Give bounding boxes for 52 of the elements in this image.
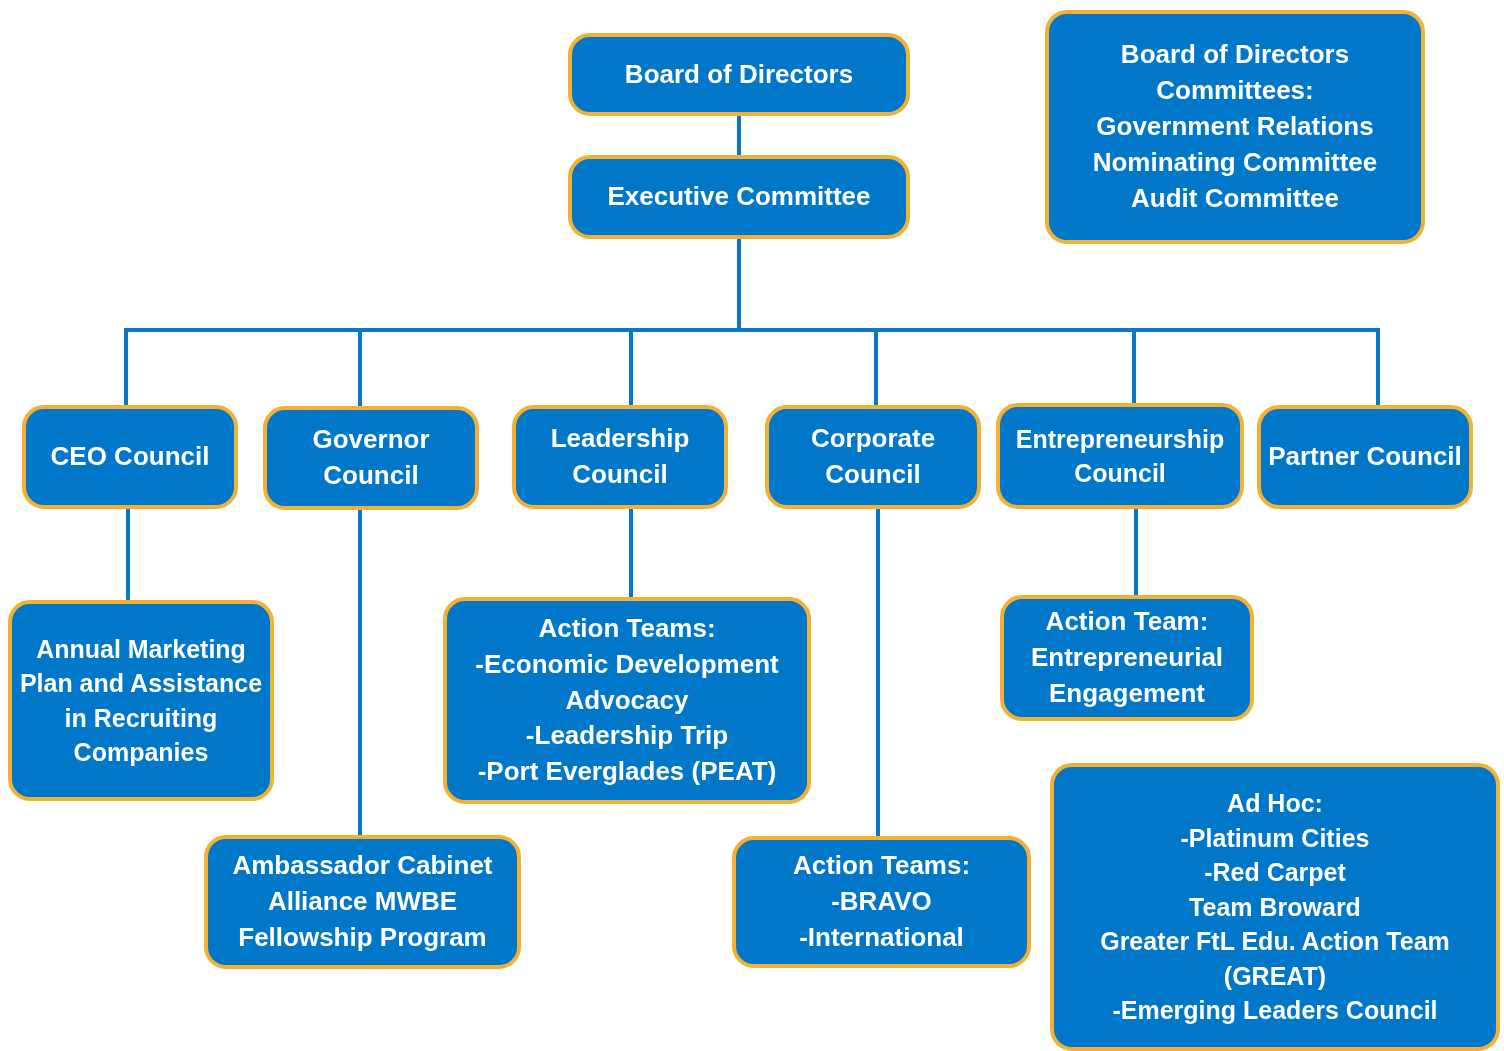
box-text: -International — [799, 920, 964, 954]
connector-line — [1134, 509, 1138, 595]
box-text: Government Relations — [1096, 110, 1374, 144]
connector-line — [126, 509, 130, 600]
connector-line — [876, 509, 880, 836]
box-text: -BRAVO — [831, 885, 932, 919]
box-text: Executive Committee — [607, 180, 871, 214]
box-text: -Emerging Leaders Council — [1112, 995, 1438, 1027]
org-box — [568, 33, 910, 116]
org-box — [204, 835, 521, 969]
box-text: -Red Carpet — [1204, 857, 1346, 889]
box-text: Board of Directors — [624, 57, 854, 91]
connector-line — [358, 510, 362, 835]
connector-line — [737, 116, 741, 155]
box-text: Governor Council — [311, 423, 431, 492]
org-box — [22, 405, 238, 509]
box-text: Audit Committee — [1131, 181, 1339, 215]
box-text: -Port Everglades (PEAT) — [477, 755, 777, 789]
box-text: Entrepreneurial Engagement — [1029, 641, 1225, 710]
box-heading: Action Teams: — [538, 611, 716, 645]
box-text: Annual Marketing Plan and Assistance in Recruiting Companies — [18, 633, 264, 768]
box-text: -Leadership Trip — [525, 719, 729, 753]
connector-line — [629, 509, 633, 597]
org-box — [996, 403, 1244, 509]
box-heading: Action Teams: — [792, 849, 971, 883]
box-heading: Action Team: — [1045, 605, 1209, 639]
box-text: Alliance MWBE — [267, 885, 458, 919]
box-text: Leadership Council — [549, 422, 691, 491]
box-heading: Ambassador Cabinet — [232, 849, 493, 883]
org-box — [263, 406, 479, 510]
box-text: Corporate Council — [809, 422, 937, 491]
org-box — [732, 836, 1031, 968]
org-box — [1257, 405, 1473, 509]
org-box — [8, 600, 274, 801]
box-text: -Economic Development Advocacy — [474, 647, 780, 717]
box-text: Nominating Committee — [1092, 145, 1378, 179]
box-text: Team Broward — [1189, 891, 1361, 923]
box-text: Fellowship Program — [238, 920, 487, 954]
box-text: CEO Council — [50, 440, 210, 474]
box-text: Greater FtL Edu. Action Team (GREAT) — [1099, 926, 1451, 992]
org-box — [443, 597, 811, 804]
org-box — [765, 405, 981, 509]
org-box — [1045, 10, 1425, 244]
org-box — [512, 405, 728, 509]
org-box — [1050, 763, 1500, 1051]
box-heading: Ad Hoc: — [1227, 788, 1323, 820]
box-heading: Board of Directors Committees: — [1119, 38, 1351, 108]
box-text: Entrepreneurship Council — [1014, 423, 1226, 489]
org-box — [568, 155, 910, 239]
box-text: -Platinum Cities — [1180, 822, 1370, 854]
box-text: Partner Council — [1268, 440, 1462, 474]
org-box — [1000, 595, 1254, 721]
